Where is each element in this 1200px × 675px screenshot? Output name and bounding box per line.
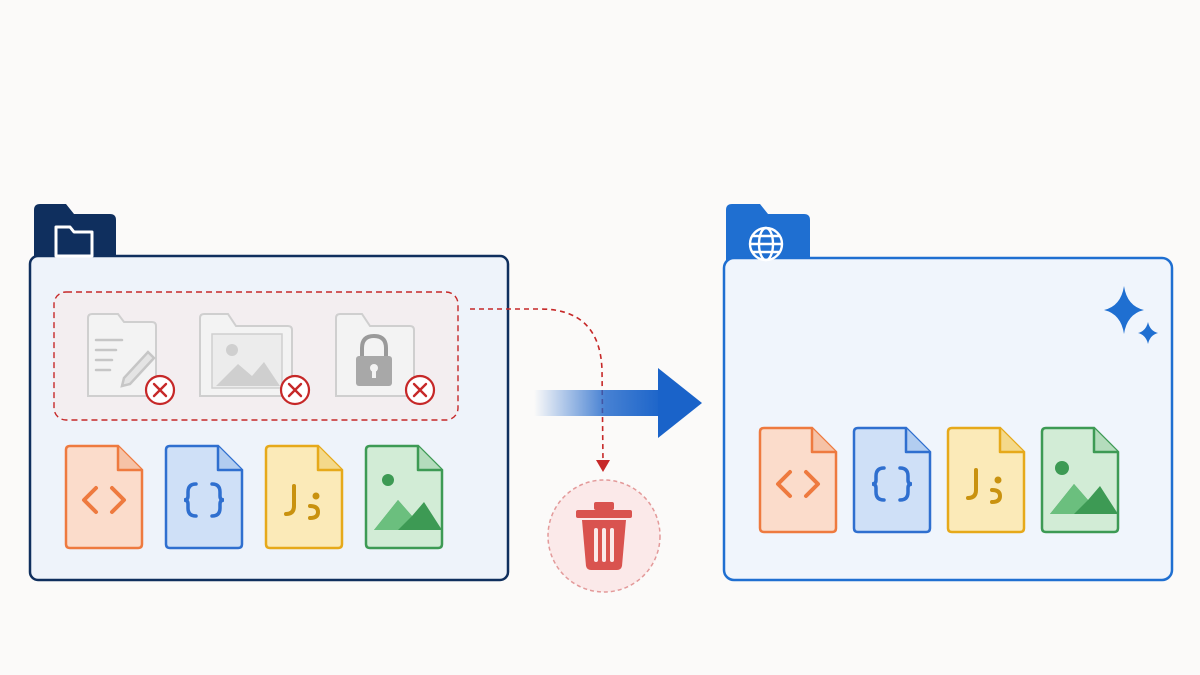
js-file: [264, 444, 344, 550]
curly-braces-icon: [183, 482, 225, 518]
html-file: [64, 444, 144, 550]
trash-icon: [547, 479, 661, 593]
landscape-icon: [374, 474, 442, 530]
target-folder: [722, 204, 1174, 582]
arrow-right-icon: [534, 368, 702, 438]
source-folder-tab: [34, 204, 116, 256]
document-edit-icon: [94, 338, 156, 388]
discard-arrowhead: [596, 460, 610, 472]
image-file: [364, 444, 444, 550]
removed-image-file: [199, 313, 311, 406]
js-file: [946, 426, 1026, 534]
globe-icon: [748, 226, 784, 262]
sparkle-icon: [1104, 286, 1158, 344]
html-file: [758, 426, 838, 534]
json-file: [164, 444, 244, 550]
lock-icon: [356, 333, 392, 386]
js-icon: [966, 468, 1003, 504]
image-file: [1040, 426, 1120, 534]
code-brackets-icon: [82, 486, 126, 514]
code-brackets-icon: [776, 470, 820, 498]
landscape-icon: [1050, 461, 1118, 514]
removed-document-file: [87, 313, 176, 406]
remove-x-icon: [404, 374, 436, 406]
removed-locked-file: [335, 313, 436, 406]
folder-icon: [54, 225, 94, 258]
js-icon: [284, 484, 321, 520]
remove-x-icon: [279, 374, 311, 406]
json-file: [852, 426, 932, 534]
target-folder-tab: [726, 204, 810, 260]
remove-x-icon: [144, 374, 176, 406]
source-folder: [28, 204, 510, 582]
discard-path: [470, 308, 604, 463]
curly-braces-icon: [871, 466, 913, 502]
image-icon: [211, 333, 283, 389]
discard-flow: [470, 308, 661, 593]
